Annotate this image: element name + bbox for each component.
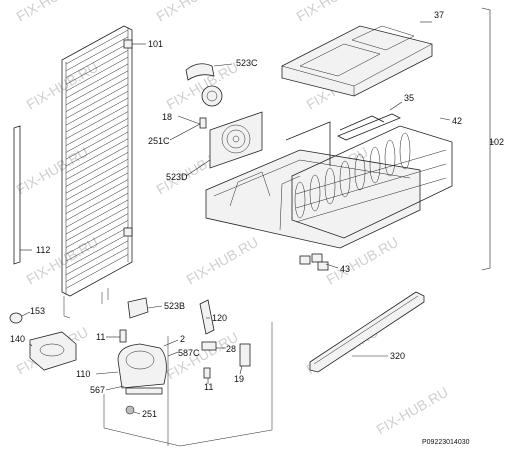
callout-11b: 11 (204, 382, 213, 392)
callout-523b: 523B (164, 301, 185, 311)
coil-rung (65, 165, 129, 201)
callout-35: 35 (404, 93, 414, 103)
coil-rung (65, 247, 129, 282)
coil-rung (65, 97, 129, 133)
heater-element (337, 101, 403, 141)
coil-rung (65, 199, 129, 235)
callout-42: 42 (452, 116, 462, 126)
coil-rung (65, 158, 129, 194)
coil-rung (65, 124, 129, 160)
coil-rung (65, 70, 129, 106)
coil-rung (65, 43, 129, 78)
callout-120: 120 (212, 313, 227, 323)
watermark: FIX-HUB.RU (184, 234, 261, 288)
callout-251: 251 (142, 409, 157, 419)
coil-rung (65, 233, 129, 269)
coil-rung (65, 152, 129, 187)
coil-rung (65, 172, 129, 208)
callout-37: 37 (434, 10, 444, 20)
watermark: FIX-HUB.RU (154, 0, 231, 25)
evaporator-coil (291, 115, 453, 239)
callout-523d: 523D (166, 172, 188, 182)
evaporator-tube (295, 149, 447, 195)
evaporator-fin (294, 181, 306, 219)
coil-rung (65, 90, 129, 126)
coil-rung (65, 36, 129, 72)
evaporator-fin (309, 174, 321, 212)
callout-11a: 11 (96, 332, 105, 342)
evaporator-fin (384, 139, 396, 177)
condenser-coil (61, 25, 133, 319)
callout-28: 28 (226, 344, 236, 354)
evaporator-fin (354, 153, 366, 191)
evaporator-tube (295, 177, 447, 223)
coil-rung (65, 254, 129, 289)
callout-labels: 101 37 523C 18 35 42 102 251C 523D 112 4… (10, 10, 504, 419)
coil-rung (65, 179, 129, 214)
footer-code: P09223014030 (422, 439, 470, 446)
coil-rung (65, 206, 129, 242)
evaporator-fin (324, 167, 336, 205)
evaporator-cover (281, 25, 433, 97)
callout-2: 2 (180, 334, 185, 344)
evaporator-fin (339, 160, 351, 198)
clip-parts (299, 253, 329, 271)
callout-140: 140 (10, 334, 25, 344)
watermark: FIX-HUB.RU (164, 329, 241, 383)
callout-523c: 523C (236, 58, 258, 68)
callout-153: 153 (30, 306, 45, 316)
evaporator-fin (369, 146, 381, 184)
compressor-parts (9, 297, 251, 415)
coil-rung (65, 111, 129, 146)
callout-320: 320 (390, 351, 405, 361)
coil-rung (65, 104, 129, 140)
evaporator-housing (205, 121, 421, 249)
leader-lines (21, 21, 451, 415)
callout-43: 43 (340, 264, 350, 274)
coil-rung (65, 240, 129, 276)
watermark: FIX-HUB.RU (14, 0, 91, 25)
base-outline (103, 322, 273, 447)
coil-rung (65, 50, 129, 85)
evaporator-fin (399, 132, 411, 170)
fan-motor-parts (185, 63, 263, 169)
callout-18: 18 (162, 112, 172, 122)
coil-rung (65, 29, 129, 65)
door-rail (309, 291, 425, 373)
callout-587c: 587C (178, 348, 200, 358)
coil-rung (65, 138, 129, 174)
callout-19: 19 (234, 374, 244, 384)
coil-rung (65, 220, 129, 255)
coil-rung (65, 56, 129, 92)
drain-tube (13, 125, 32, 265)
watermark: FIX-HUB.RU (374, 384, 451, 438)
watermark: FIX-HUB.RU (294, 0, 371, 25)
callout-110: 110 (76, 369, 90, 379)
coil-rung (65, 84, 129, 119)
coil-rung (65, 186, 129, 221)
coil-rung (65, 145, 129, 180)
callout-567: 567 (90, 385, 105, 395)
coil-rung (65, 63, 129, 99)
coil-rung (65, 192, 129, 228)
callout-102: 102 (489, 137, 504, 147)
callout-112: 112 (36, 245, 50, 255)
coil-rung (65, 213, 129, 248)
coil-rung (65, 131, 129, 167)
coil-rung (65, 77, 129, 112)
coil-rung (65, 118, 129, 153)
callout-101: 101 (148, 39, 163, 49)
callout-251c: 251C (148, 136, 170, 146)
coil-rung (65, 226, 129, 262)
evaporator-tube (295, 163, 447, 209)
bracket-102 (481, 7, 494, 271)
